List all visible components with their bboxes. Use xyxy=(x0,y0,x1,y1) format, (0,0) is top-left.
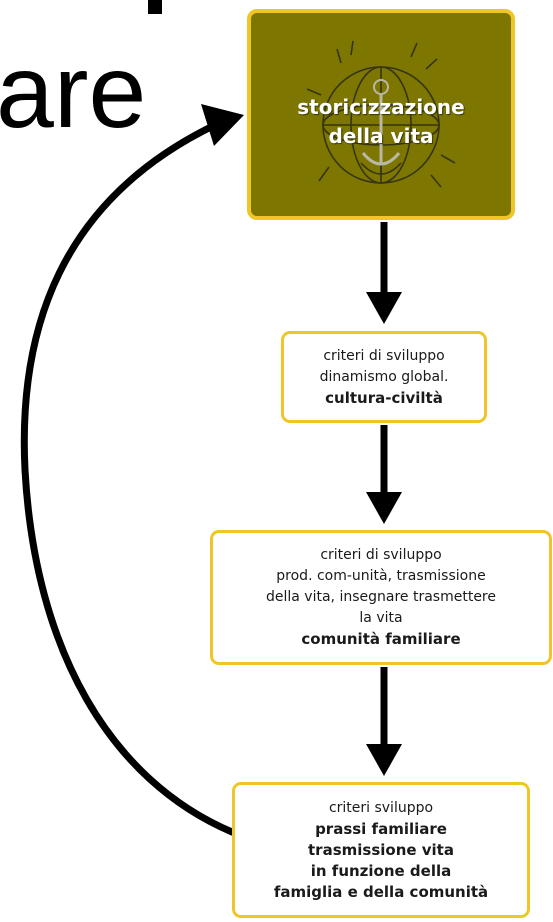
globe-anchor-icon xyxy=(306,40,456,188)
node2-line1: criteri di sviluppo xyxy=(320,547,442,563)
main-node-line2: della vita xyxy=(328,124,434,148)
node2-bold1: comunità familiare xyxy=(301,630,461,648)
arrowhead-node2 xyxy=(366,492,402,524)
node2-line3: della vita, insegnare trasmettere xyxy=(266,589,496,605)
node-cultura-civilta: criteri di sviluppo dinamismo global. cu… xyxy=(281,331,487,423)
node1-line1: criteri di sviluppo xyxy=(323,347,445,364)
node3-bold1: prassi familiare xyxy=(315,819,447,838)
node-comunita-familiare: criteri di sviluppo prod. com-unità, tra… xyxy=(210,530,552,665)
node3-line1: criteri sviluppo xyxy=(328,799,434,816)
feedback-loop-arrowhead xyxy=(201,104,244,146)
cut-off-title-glyph xyxy=(148,0,162,14)
main-node-storicizzazione: storicizzazione della vita xyxy=(247,9,515,220)
node3-bold2: trasmissione vita xyxy=(308,840,454,859)
main-node-line1: storicizzazione xyxy=(297,95,465,119)
node3-bold4: famiglia e della comunità xyxy=(273,882,489,901)
node1-bold1: cultura-civiltà xyxy=(325,388,443,407)
node2-line2: prod. com-unità, trasmissione xyxy=(276,568,486,584)
node3-bold3: in funzione della xyxy=(310,861,452,880)
node-prassi-familiare: criteri sviluppo prassi familiare trasmi… xyxy=(232,782,530,918)
title-fragment: are xyxy=(0,34,147,150)
feedback-loop-arrow xyxy=(20,121,236,836)
arrowhead-node1 xyxy=(366,292,402,324)
node2-line4: la vita xyxy=(359,610,403,626)
arrowhead-node3 xyxy=(366,744,402,776)
node1-line2: dinamismo global. xyxy=(319,368,449,385)
